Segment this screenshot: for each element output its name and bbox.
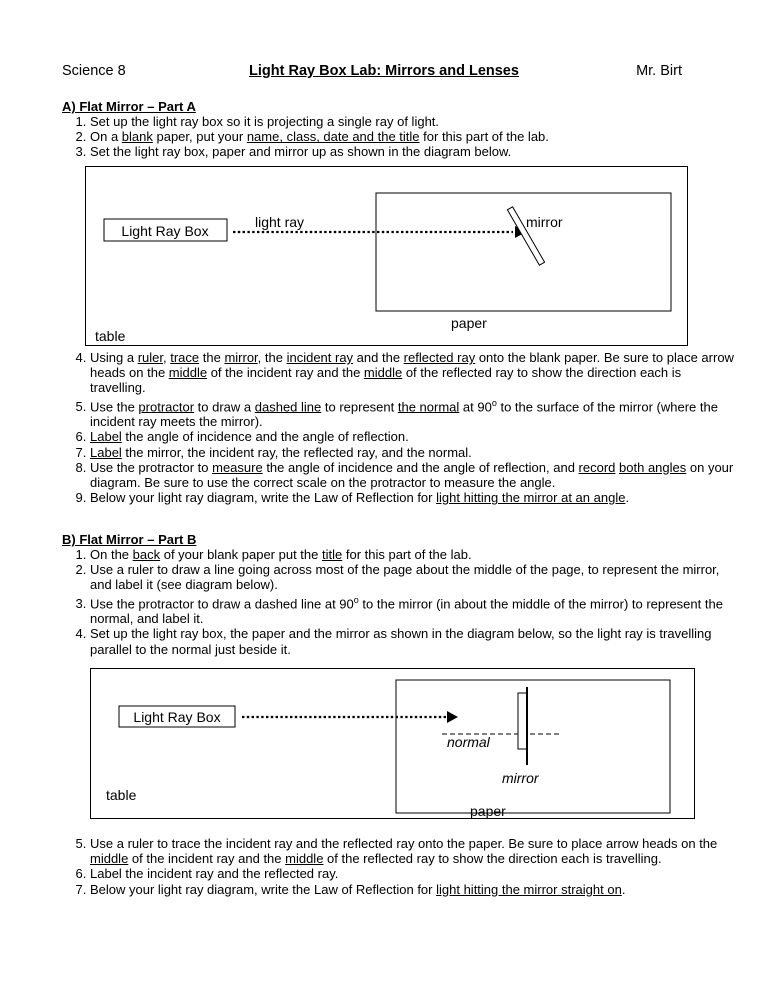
underlined-term: reflected ray xyxy=(403,350,476,365)
paper-outline xyxy=(375,192,672,312)
step-item: Label the mirror, the incident ray, the … xyxy=(90,445,740,460)
part-a-heading: A) Flat Mirror – Part A xyxy=(62,99,196,114)
light-ray-label: light ray xyxy=(255,214,304,230)
step-item: Label the angle of incidence and the ang… xyxy=(90,429,740,444)
light-ray-box xyxy=(118,705,236,728)
step-item: On the back of your blank paper put the … xyxy=(90,547,740,562)
underlined-term: Label xyxy=(90,429,122,445)
underlined-term: record xyxy=(578,459,616,475)
underlined-term: title xyxy=(322,547,343,562)
underlined-term: back xyxy=(132,547,161,562)
underlined-term: ruler xyxy=(137,350,163,365)
step-item: Using a ruler, trace the mirror, the inc… xyxy=(90,350,740,396)
part-b-steps-1-4: On the back of your blank paper put the … xyxy=(62,547,740,657)
underlined-term: protractor xyxy=(138,398,195,414)
part-a-steps-4-9: Using a ruler, trace the mirror, the inc… xyxy=(62,350,740,505)
mirror-label: mirror xyxy=(526,214,563,230)
table-label: table xyxy=(106,787,137,803)
underlined-term: trace xyxy=(170,350,200,365)
underlined-term: dashed line xyxy=(254,398,322,414)
step-item: Use the protractor to draw a dashed line… xyxy=(90,593,740,627)
underlined-term: name, class, date and the title xyxy=(246,129,420,145)
mirror-shape xyxy=(506,206,546,266)
underlined-term: light hitting the mirror straight on xyxy=(436,881,622,897)
step-item: Set up the light ray box, the paper and … xyxy=(90,626,740,656)
underlined-term: middle xyxy=(90,851,129,867)
light-ray-arrowhead xyxy=(447,711,458,723)
underlined-term: mirror xyxy=(224,350,258,365)
mirror-holder xyxy=(517,692,528,750)
step-item: Use the protractor to draw a dashed line… xyxy=(90,396,740,430)
diagram-b: Light Ray Box normal mirror table paper xyxy=(90,668,695,819)
underlined-term: incident ray xyxy=(286,350,354,365)
paper-outline xyxy=(395,679,671,814)
underlined-term: the normal xyxy=(397,398,460,414)
course-label: Science 8 xyxy=(62,63,126,79)
step-item: Below your light ray diagram, write the … xyxy=(90,490,740,505)
step-item: Use the protractor to measure the angle … xyxy=(90,460,740,490)
teacher-label: Mr. Birt xyxy=(636,63,682,79)
step-item: Use a ruler to draw a line going across … xyxy=(90,562,740,592)
table-label: table xyxy=(95,328,126,344)
step-item: Below your light ray diagram, write the … xyxy=(90,882,740,897)
underlined-term: blank xyxy=(121,129,153,145)
degree-superscript: o xyxy=(491,397,497,408)
step-item: Label the incident ray and the reflected… xyxy=(90,866,740,881)
part-b-heading: B) Flat Mirror – Part B xyxy=(62,532,197,547)
underlined-term: middle xyxy=(168,365,208,381)
step-item: Set up the light ray box so it is projec… xyxy=(90,114,740,129)
underlined-term: middle xyxy=(363,365,403,381)
page-title: Light Ray Box Lab: Mirrors and Lenses xyxy=(249,63,519,79)
light-ray-box-label: Light Ray Box xyxy=(121,223,208,239)
light-ray-box-label: Light Ray Box xyxy=(133,709,220,725)
underlined-term: light hitting the mirror at an angle xyxy=(436,490,626,506)
diagram-a: Light Ray Box light ray mirror paper tab… xyxy=(85,166,688,346)
paper-label: paper xyxy=(451,315,487,331)
underlined-term: middle xyxy=(285,851,324,867)
normal-label: normal xyxy=(447,734,491,750)
light-ray-box xyxy=(103,218,228,242)
part-b-steps-5-7: Use a ruler to trace the incident ray an… xyxy=(62,836,740,897)
degree-superscript: o xyxy=(353,594,359,605)
part-a-steps-1-3: Set up the light ray box so it is projec… xyxy=(62,114,740,160)
mirror-label: mirror xyxy=(502,770,540,786)
underlined-term: Label xyxy=(90,444,122,460)
step-item: Set the light ray box, paper and mirror … xyxy=(90,144,740,159)
underlined-term: both angles xyxy=(619,459,687,475)
step-item: Use a ruler to trace the incident ray an… xyxy=(90,836,740,866)
underlined-term: measure xyxy=(212,459,263,475)
table-outline xyxy=(90,668,695,819)
step-item: On a blank paper, put your name, class, … xyxy=(90,129,740,144)
table-outline xyxy=(85,166,688,346)
paper-label: paper xyxy=(470,803,506,819)
